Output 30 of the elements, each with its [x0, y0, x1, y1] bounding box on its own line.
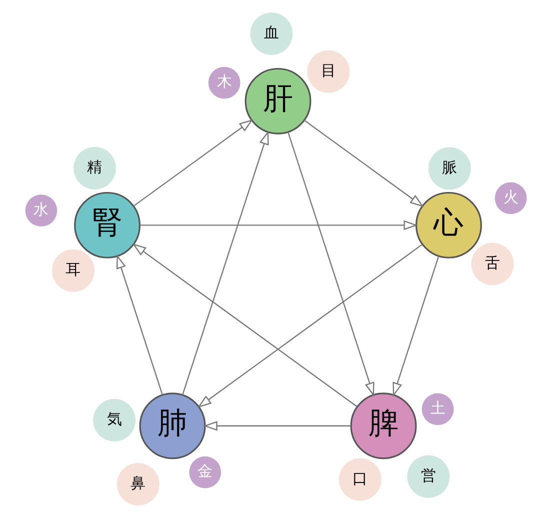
arrow [392, 256, 440, 397]
node-circle: 土 [422, 393, 454, 426]
node-circle: 耳 [52, 249, 94, 292]
node-circle: 目 [307, 50, 350, 93]
arrow [133, 119, 254, 207]
node-circle: 舌 [471, 242, 514, 286]
node-circle: 肺 [139, 392, 206, 460]
node-circle: 火 [494, 182, 527, 214]
node-circle: 肝 [244, 68, 312, 134]
node-circle: 水 [25, 194, 58, 226]
arrow [304, 120, 424, 208]
node-circle: 金 [189, 456, 222, 488]
node-circle: 血 [250, 12, 293, 56]
arrow [132, 243, 358, 408]
arrow [140, 220, 418, 230]
arrow [182, 130, 269, 396]
node-circle: 心 [416, 192, 482, 258]
node-circle: 脾 [350, 392, 417, 460]
node-circle: 営 [407, 455, 450, 498]
node-circle: 口 [338, 458, 382, 501]
arrow [287, 132, 374, 396]
arrow [197, 244, 423, 408]
node-circle: 鼻 [116, 462, 160, 506]
arrow [203, 420, 351, 431]
node-circle: 木 [208, 66, 240, 99]
arrow [116, 254, 164, 396]
node-circle: 精 [73, 146, 116, 190]
node-circle: 気 [93, 398, 136, 442]
node-circle: 脈 [428, 147, 471, 190]
node-circle: 腎 [74, 192, 141, 258]
